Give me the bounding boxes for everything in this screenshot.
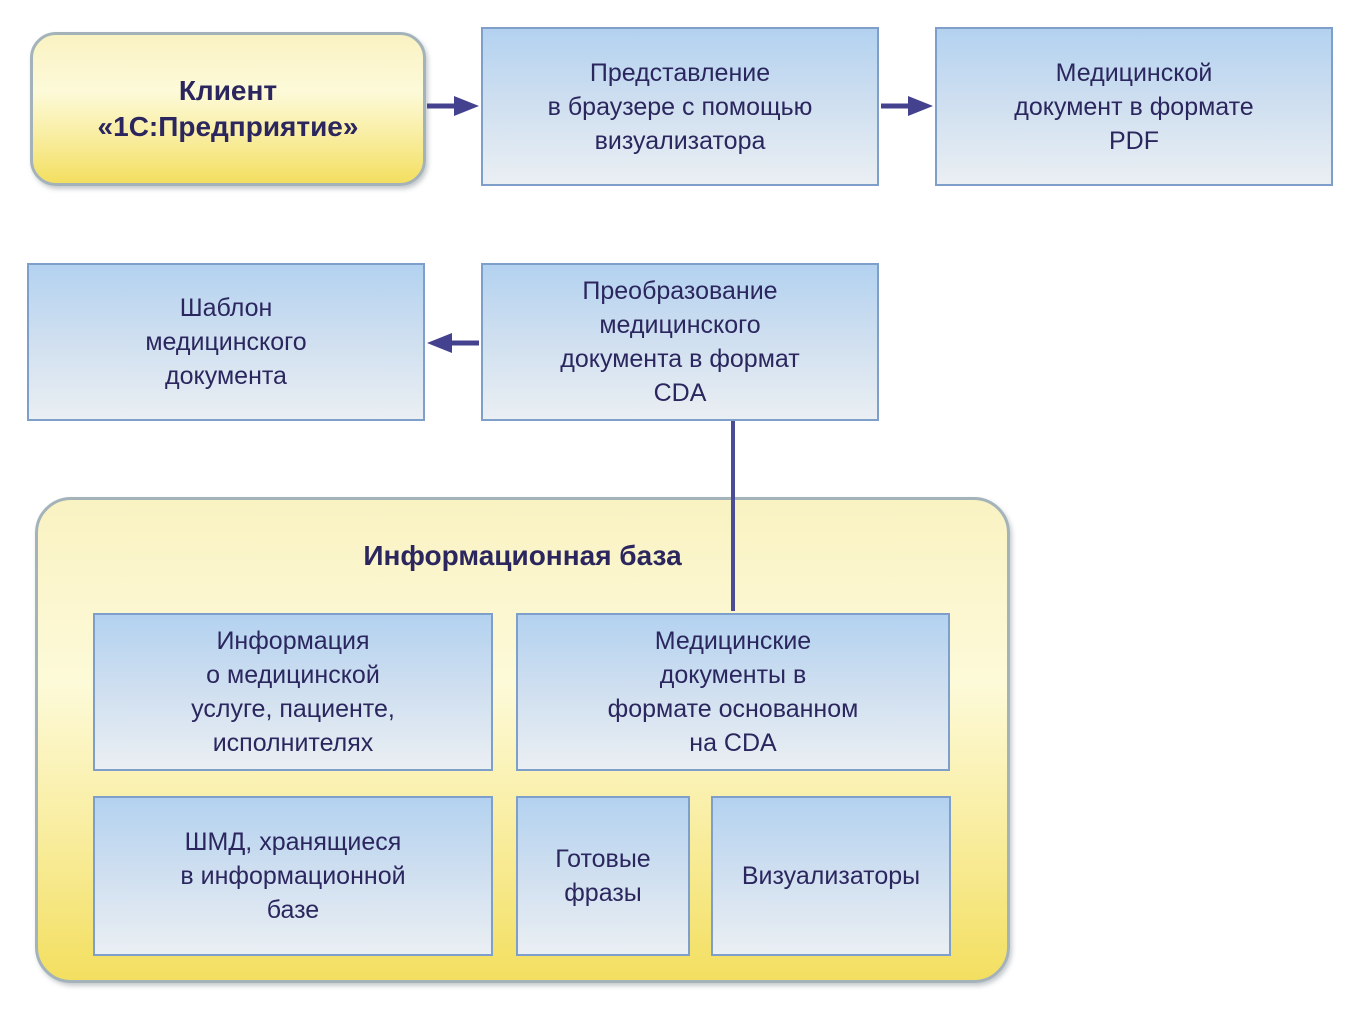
arrow-convert-to-template <box>427 333 479 353</box>
container-information-base: Информационная база Информация о медицин… <box>35 497 1010 983</box>
node-convert-to-cda-label: Преобразование медицинского документа в … <box>560 277 800 407</box>
arrow-client-to-browser <box>427 96 479 116</box>
node-shmd-storage-label: ШМД, хранящиеся в информационной базе <box>180 828 406 924</box>
information-base-title: Информационная база <box>363 540 682 571</box>
node-client-1c-label: Клиент «1С:Предприятие» <box>97 75 359 142</box>
node-pdf-document: Медицинской документ в формате PDF <box>935 27 1333 186</box>
node-service-patient-info: Информация о медицинской услуге, пациент… <box>93 613 493 771</box>
node-visualizers: Визуализаторы <box>711 796 951 956</box>
node-service-patient-info-label: Информация о медицинской услуге, пациент… <box>191 627 395 757</box>
node-pdf-document-label: Медицинской документ в формате PDF <box>1014 58 1254 155</box>
node-convert-to-cda: Преобразование медицинского документа в … <box>481 263 879 421</box>
node-medical-template: Шаблон медицинского документа <box>27 263 425 421</box>
node-cda-based-documents-label: Медицинские документы в формате основанн… <box>607 627 859 757</box>
node-ready-phrases-label: Готовые фразы <box>555 845 651 907</box>
node-medical-template-label: Шаблон медицинского документа <box>145 294 307 390</box>
node-cda-based-documents: Медицинские документы в формате основанн… <box>516 613 950 771</box>
node-client-1c: Клиент «1С:Предприятие» <box>30 32 426 186</box>
node-visualizers-label: Визуализаторы <box>741 862 921 890</box>
node-ready-phrases: Готовые фразы <box>516 796 690 956</box>
node-shmd-storage: ШМД, хранящиеся в информационной базе <box>93 796 493 956</box>
arrow-browser-to-pdf <box>881 96 933 116</box>
node-browser-view-label: Представление в браузере с помощью визуа… <box>547 58 813 155</box>
node-browser-view: Представление в браузере с помощью визуа… <box>481 27 879 186</box>
